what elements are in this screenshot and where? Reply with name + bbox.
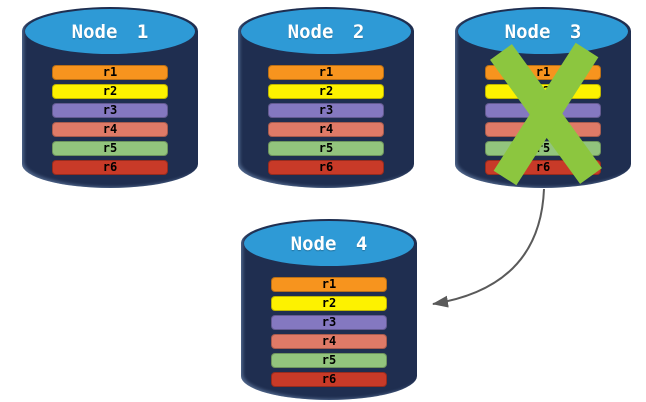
record-bar-r6: r6 — [271, 372, 387, 387]
record-bar-r4: r4 — [268, 122, 384, 137]
node-2-label: Node 2 — [287, 20, 365, 43]
node-1-cylinder-cap: Node 1 — [25, 9, 195, 54]
record-bar-r6: r6 — [52, 160, 168, 175]
record-bar-r3: r3 — [271, 315, 387, 330]
node-1-records: r1 r2 r3 r4 r5 r6 — [52, 65, 168, 175]
record-bar-r2: r2 — [268, 84, 384, 99]
record-bar-r5: r5 — [485, 141, 601, 156]
record-bar-r5: r5 — [268, 141, 384, 156]
record-bar-r4: r4 — [52, 122, 168, 137]
node-3-cylinder: Node 3 r1 r2 r3 r4 r5 r6 — [455, 7, 631, 188]
transfer-arrow — [432, 188, 545, 308]
record-bar-r3: r3 — [485, 103, 601, 118]
record-bar-r2: r2 — [52, 84, 168, 99]
node-3-cylinder-cap: Node 3 — [458, 9, 628, 54]
record-bar-r4: r4 — [271, 334, 387, 349]
record-bar-r2: r2 — [485, 84, 601, 99]
node-4-cylinder: Node 4 r1 r2 r3 r4 r5 r6 — [241, 219, 417, 400]
record-bar-r1: r1 — [268, 65, 384, 80]
record-bar-r2: r2 — [271, 296, 387, 311]
record-bar-r5: r5 — [271, 353, 387, 368]
node-4-cylinder-cap: Node 4 — [244, 221, 414, 266]
node-2-cylinder-cap: Node 2 — [241, 9, 411, 54]
node-1-label: Node 1 — [71, 20, 149, 43]
record-bar-r1: r1 — [485, 65, 601, 80]
record-bar-r1: r1 — [52, 65, 168, 80]
record-bar-r6: r6 — [268, 160, 384, 175]
record-bar-r3: r3 — [268, 103, 384, 118]
record-bar-r5: r5 — [52, 141, 168, 156]
node-3-records: r1 r2 r3 r4 r5 r6 — [485, 65, 601, 175]
record-bar-r4: r4 — [485, 122, 601, 137]
node-4-records: r1 r2 r3 r4 r5 r6 — [271, 277, 387, 387]
node-3-label: Node 3 — [504, 20, 582, 43]
record-bar-r6: r6 — [485, 160, 601, 175]
record-bar-r3: r3 — [52, 103, 168, 118]
node-2-cylinder: Node 2 r1 r2 r3 r4 r5 r6 — [238, 7, 414, 188]
node-4-label: Node 4 — [290, 232, 368, 255]
node-2-records: r1 r2 r3 r4 r5 r6 — [268, 65, 384, 175]
node-1-cylinder: Node 1 r1 r2 r3 r4 r5 r6 — [22, 7, 198, 188]
record-bar-r1: r1 — [271, 277, 387, 292]
